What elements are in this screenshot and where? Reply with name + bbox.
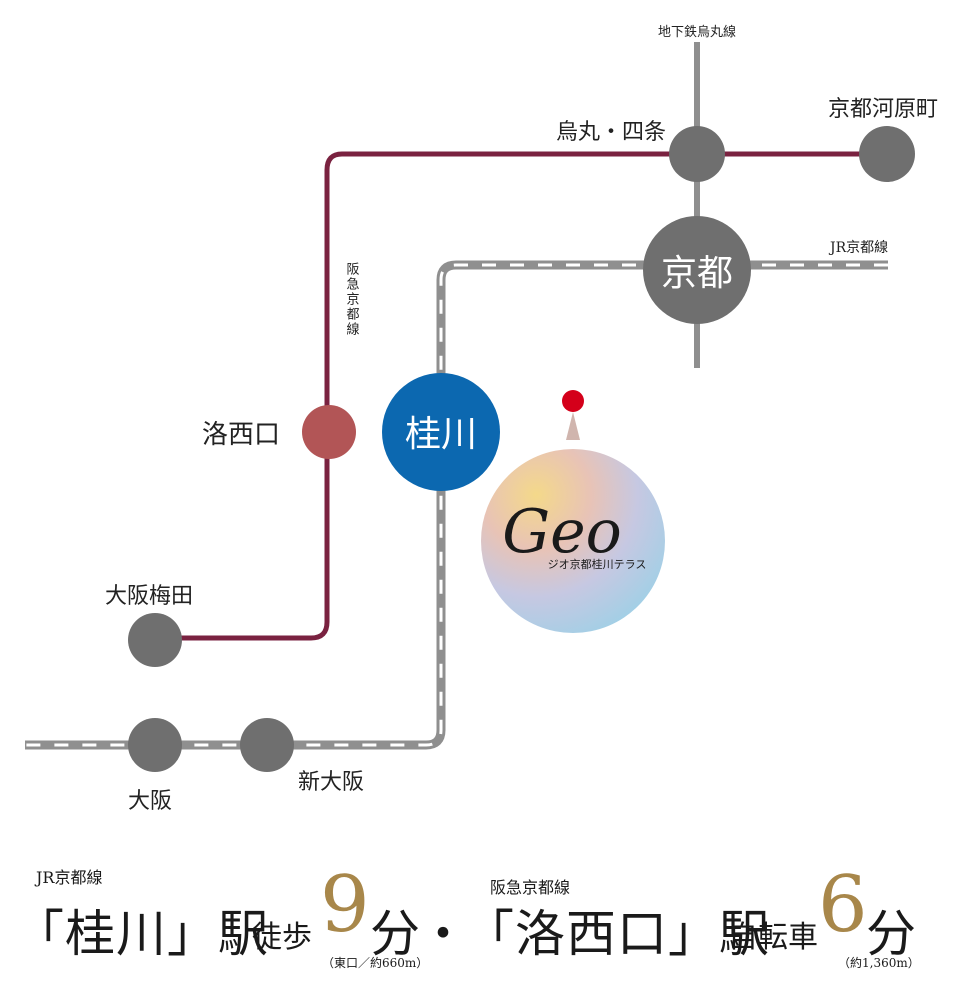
bicycle-label: 自転車 <box>728 920 818 955</box>
subway-karasuma-line-label: 地下鉄烏丸線 <box>658 24 736 40</box>
bike-minutes: 6 <box>818 860 868 950</box>
station-karasuma-shijo <box>669 126 725 182</box>
jr-line-caption: JR京都線 <box>36 868 103 887</box>
station-rakusaiguchi <box>302 405 356 459</box>
jr-line-label: JR京都線 <box>828 240 888 256</box>
station-karasuma-shijo-label: 烏丸・四条 <box>556 120 666 145</box>
property-pin-dot <box>562 390 584 412</box>
station-kyoto-kawaramachi <box>859 126 915 182</box>
walk-minutes-unit: 分 <box>370 905 421 963</box>
station-kyoto <box>643 216 751 324</box>
bike-minutes-unit: 分 <box>866 905 917 963</box>
access-info: JR京都線 「桂川」駅 徒歩 9 分 （東口／約660m） ・ 阪急京都線 「洛… <box>0 860 980 986</box>
station-shin-osaka <box>240 718 294 772</box>
hankyu-line-caption: 阪急京都線 <box>490 878 571 897</box>
station-rakusaiguchi-label: 洛西口 <box>202 420 280 450</box>
katsura-station-name: 「桂川」駅 <box>14 905 269 963</box>
property-name: ジオ京都桂川テラス <box>548 557 647 571</box>
station-kyoto-kawaramachi-label: 京都河原町 <box>828 97 938 122</box>
walk-minutes: 9 <box>320 860 370 950</box>
rakusaiguchi-station-name: 「洛西口」駅 <box>464 905 770 963</box>
property-logo: Geo <box>502 497 622 567</box>
station-katsura <box>382 373 500 491</box>
station-osaka <box>128 718 182 772</box>
hankyu-line <box>155 151 888 641</box>
station-osaka-umeda-label: 大阪梅田 <box>105 584 193 609</box>
separator: ・ <box>418 905 469 963</box>
jr-line-dashes <box>25 263 888 747</box>
jr-line-base <box>25 260 888 750</box>
station-osaka-umeda <box>128 613 182 667</box>
walk-note: （東口／約660m） <box>322 956 429 970</box>
station-kyoto-label: 京都 <box>661 253 733 294</box>
bike-note: （約1,360m） <box>838 956 920 970</box>
property-pin-stem <box>566 412 580 440</box>
property-circle <box>481 449 665 633</box>
route-map: 地下鉄烏丸線 JR京都線 阪急京都線 烏丸・四条 京都河原町 京都 桂川 洛西口… <box>25 24 938 814</box>
station-osaka-label: 大阪 <box>128 789 172 814</box>
walk-label: 徒歩 <box>252 920 312 955</box>
station-katsura-label: 桂川 <box>405 414 477 455</box>
hankyu-line-label: 阪急京都線 <box>344 262 360 337</box>
station-shin-osaka-label: 新大阪 <box>298 770 364 795</box>
